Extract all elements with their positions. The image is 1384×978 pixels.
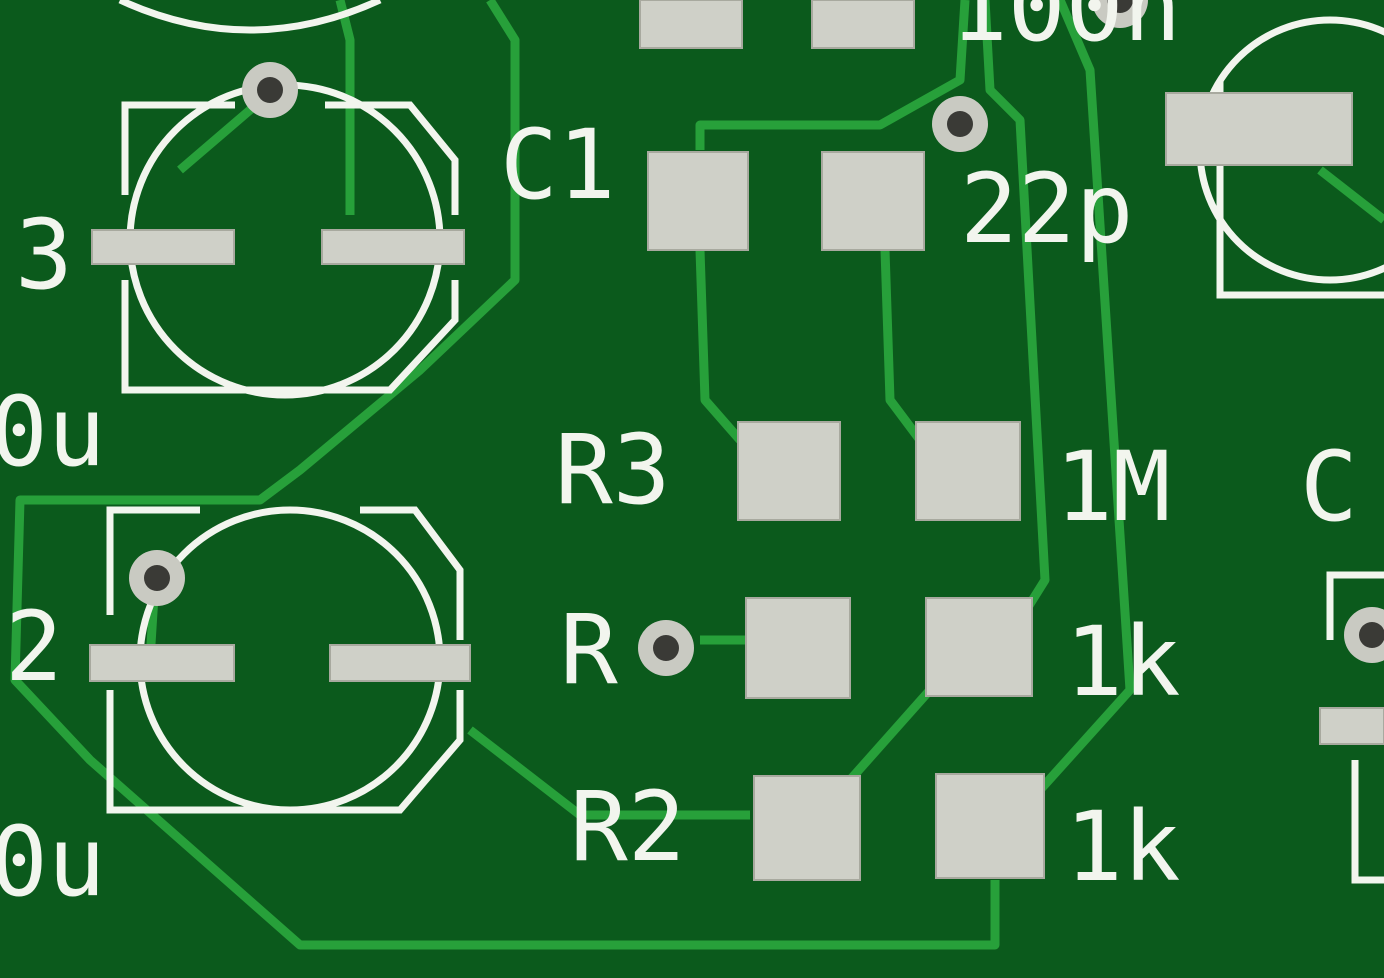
label-top-value: 100n <box>950 0 1181 63</box>
copper-traces <box>10 0 1384 950</box>
vias <box>129 0 1384 676</box>
label-c3-value: 0u <box>0 376 106 488</box>
pad-right-cap <box>1165 92 1353 166</box>
pad-r2-2-soldered <box>935 773 1045 879</box>
pad-r2-1 <box>753 775 861 881</box>
label-c3-partial: 3 <box>15 199 73 311</box>
pad <box>639 0 743 49</box>
pad-r3-1 <box>737 421 841 521</box>
pad-right-cap-2 <box>1319 707 1384 745</box>
pad-c3-1 <box>91 229 235 265</box>
label-r2: R2 <box>570 771 686 883</box>
pad-r1-1 <box>745 597 851 699</box>
label-c1-value: 22p <box>960 153 1133 265</box>
pad-c2-1 <box>89 644 235 682</box>
label-c-right: C <box>1300 431 1358 543</box>
label-c1: C1 <box>500 109 616 221</box>
silkscreen-labels: 100n C1 22p 3 0u R3 1M C R 1k 2 R2 1k 0u <box>0 0 1358 918</box>
pad-c1-2 <box>821 151 925 251</box>
label-r1-value: 1k <box>1065 606 1181 718</box>
pad <box>811 0 915 49</box>
pad-r1-2 <box>925 597 1033 697</box>
label-r2-value: 1k <box>1065 791 1181 903</box>
pad-c2-2 <box>329 644 471 682</box>
label-r3: R3 <box>555 414 671 526</box>
label-c2-partial: 2 <box>5 591 63 703</box>
pad-c1-1 <box>647 151 749 251</box>
label-r3-value: 1M <box>1055 431 1171 543</box>
pad-c3-2 <box>321 229 465 265</box>
smd-pads <box>89 0 1384 881</box>
label-r1: R <box>560 594 618 706</box>
pad-r3-2 <box>915 421 1021 521</box>
label-c2-value: 0u <box>0 806 106 918</box>
